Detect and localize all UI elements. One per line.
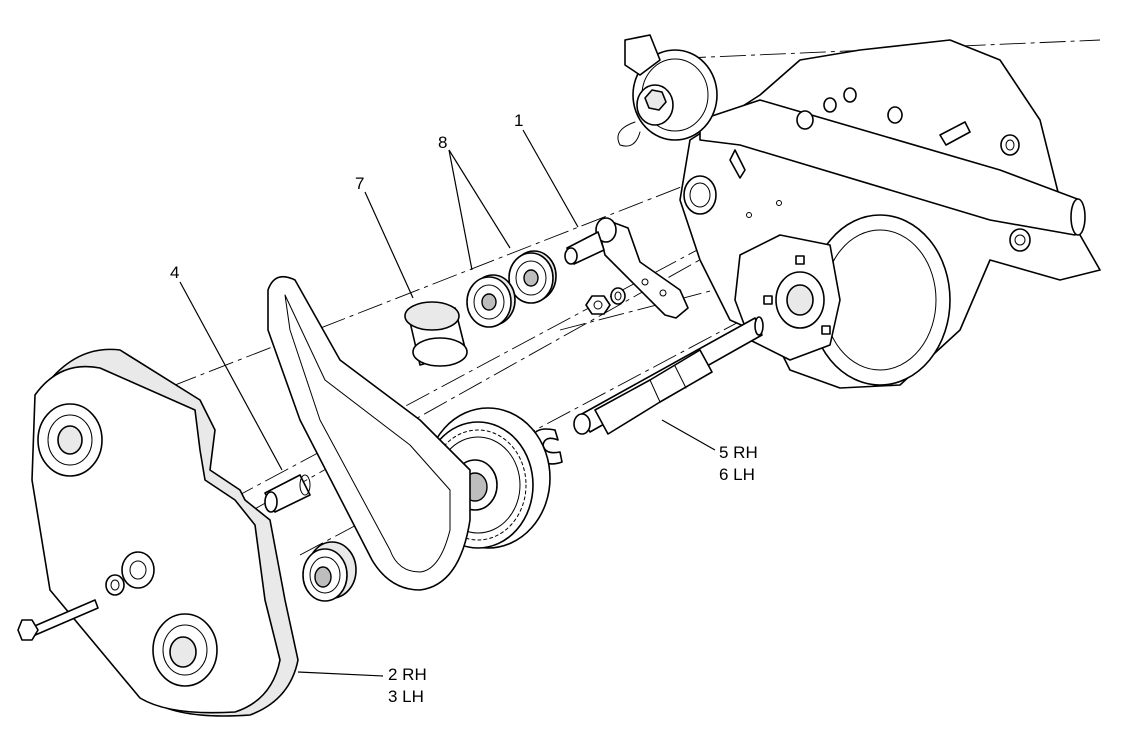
part-8-bearings xyxy=(466,250,557,328)
callout-7: 7 xyxy=(355,174,364,193)
part-7-spacer-sleeve xyxy=(404,301,468,367)
callout-1: 1 xyxy=(514,111,523,130)
callout-leaders xyxy=(179,129,716,677)
part-2-3-belt-cover xyxy=(31,348,299,717)
timing-belt xyxy=(267,275,471,591)
callout-5-rh: 5 RH xyxy=(719,443,758,462)
callout-3-lh: 3 LH xyxy=(388,687,424,706)
tractor-frame-assembly xyxy=(617,34,1101,389)
callout-8: 8 xyxy=(438,133,447,152)
callout-labels: 1 8 7 4 5 RH 6 LH 2 RH 3 LH xyxy=(170,111,758,706)
frame-bolts xyxy=(796,87,1031,252)
callout-6-lh: 6 LH xyxy=(719,465,755,484)
part-5-6-drive-shaft xyxy=(573,316,764,435)
seal-bushing xyxy=(302,541,357,602)
part-4-pin xyxy=(264,474,311,513)
cover-bolt xyxy=(17,599,99,641)
callout-4: 4 xyxy=(170,263,179,282)
part-1-idler-arm xyxy=(564,217,689,319)
callout-2-rh: 2 RH xyxy=(388,665,427,684)
